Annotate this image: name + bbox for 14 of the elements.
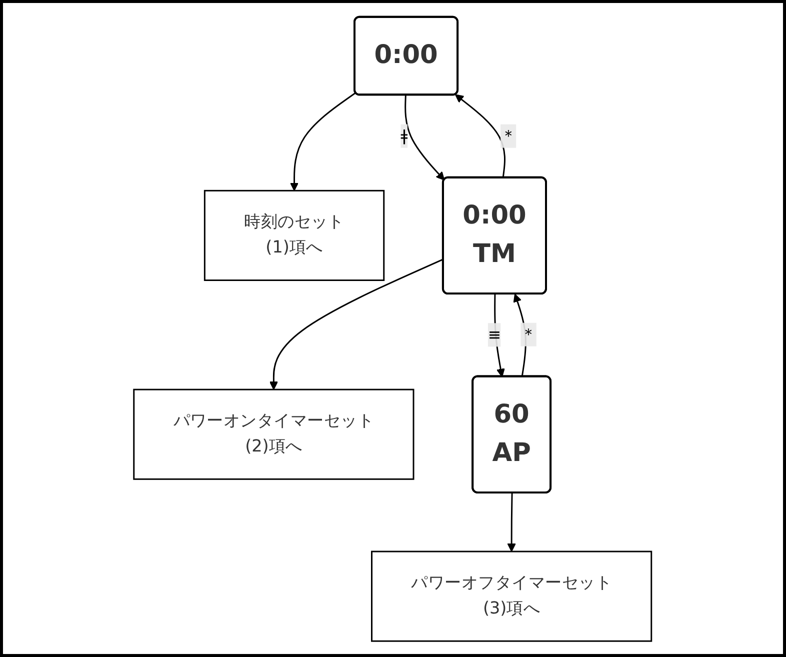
- edge-label: ≡: [488, 324, 502, 344]
- node-box: パワーオンタイマーセット (2)項へ: [134, 388, 415, 480]
- arrow: [455, 94, 506, 178]
- arrow: [290, 92, 356, 191]
- node-box: パワーオフタイマーセット (3)項へ: [371, 550, 652, 642]
- arrow: [514, 293, 527, 376]
- arrow: [270, 258, 444, 390]
- arrow: [494, 294, 506, 377]
- arrow: [508, 492, 516, 552]
- node-box: 時刻のセット (1)項へ: [204, 189, 385, 280]
- edge-label: ＊: [521, 324, 537, 343]
- arrow: [404, 94, 446, 180]
- edge-label: ＊: [500, 126, 517, 144]
- edge-label: ǂ: [401, 126, 408, 144]
